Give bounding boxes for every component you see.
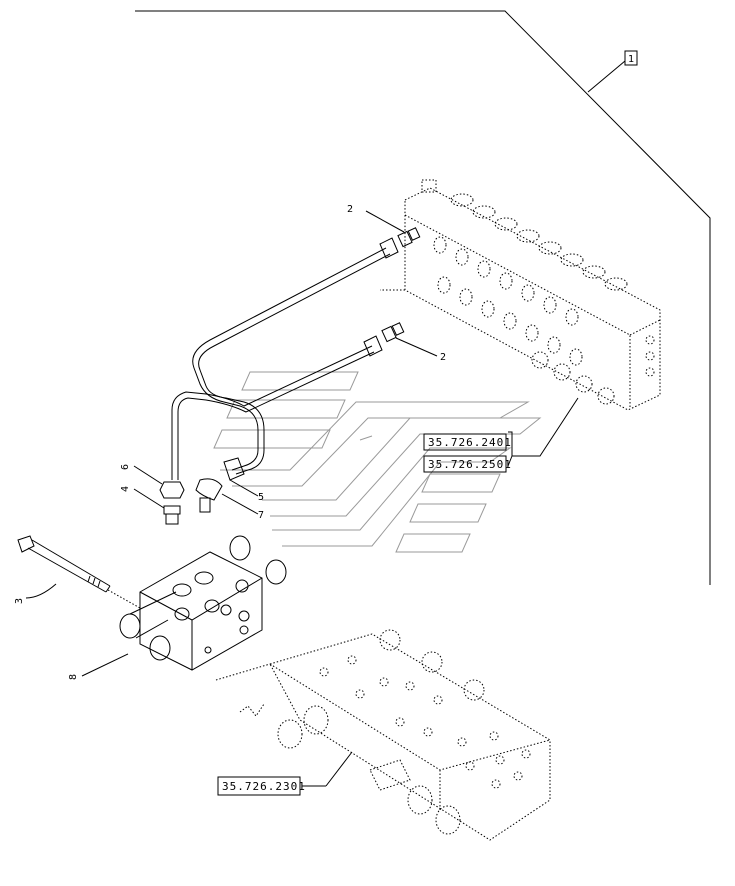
callout-frame-ref: 1 [624,50,638,66]
bolt-item-3 [17,535,141,609]
callout-item-8: 8 [68,674,79,680]
reference-box-mid[interactable]: 35.726.2501 [423,455,512,473]
callout-item-5: 5 [258,492,264,503]
svg-text:35.726.2401: 35.726.2401 [428,436,512,449]
callout-item-4: 4 [120,486,131,492]
lower-valve-block [215,629,551,841]
fitting-item-4 [133,488,181,525]
reference-leaders [302,397,579,787]
callout-item-2-mid: 2 [440,352,446,363]
callout-item-2-top: 2 [347,204,353,215]
frame-outline [135,10,711,585]
fitting-item-2-top [365,210,421,248]
main-control-valve [380,179,661,411]
callout-item-6: 6 [120,464,131,470]
elbow-item-7 [221,493,259,515]
valve-section-item-8 [81,535,287,677]
watermark-logo [213,371,542,553]
callout-item-3: 3 [14,598,25,604]
reference-box-bottom[interactable]: 35.726.2301 [217,776,306,796]
svg-text:1: 1 [628,54,634,65]
svg-text:35.726.2301: 35.726.2301 [222,780,306,793]
elbow-item-5 [195,457,259,513]
fitting-item-2-mid [381,322,438,357]
callout-item-7: 7 [258,510,264,521]
hydraulic-tube-upper [192,237,399,475]
nut-item-6 [133,465,185,499]
svg-text:35.726.2501: 35.726.2501 [428,458,512,471]
reference-box-top[interactable]: 35.726.2401 [423,433,512,451]
hydraulic-tube-lower [171,335,383,480]
